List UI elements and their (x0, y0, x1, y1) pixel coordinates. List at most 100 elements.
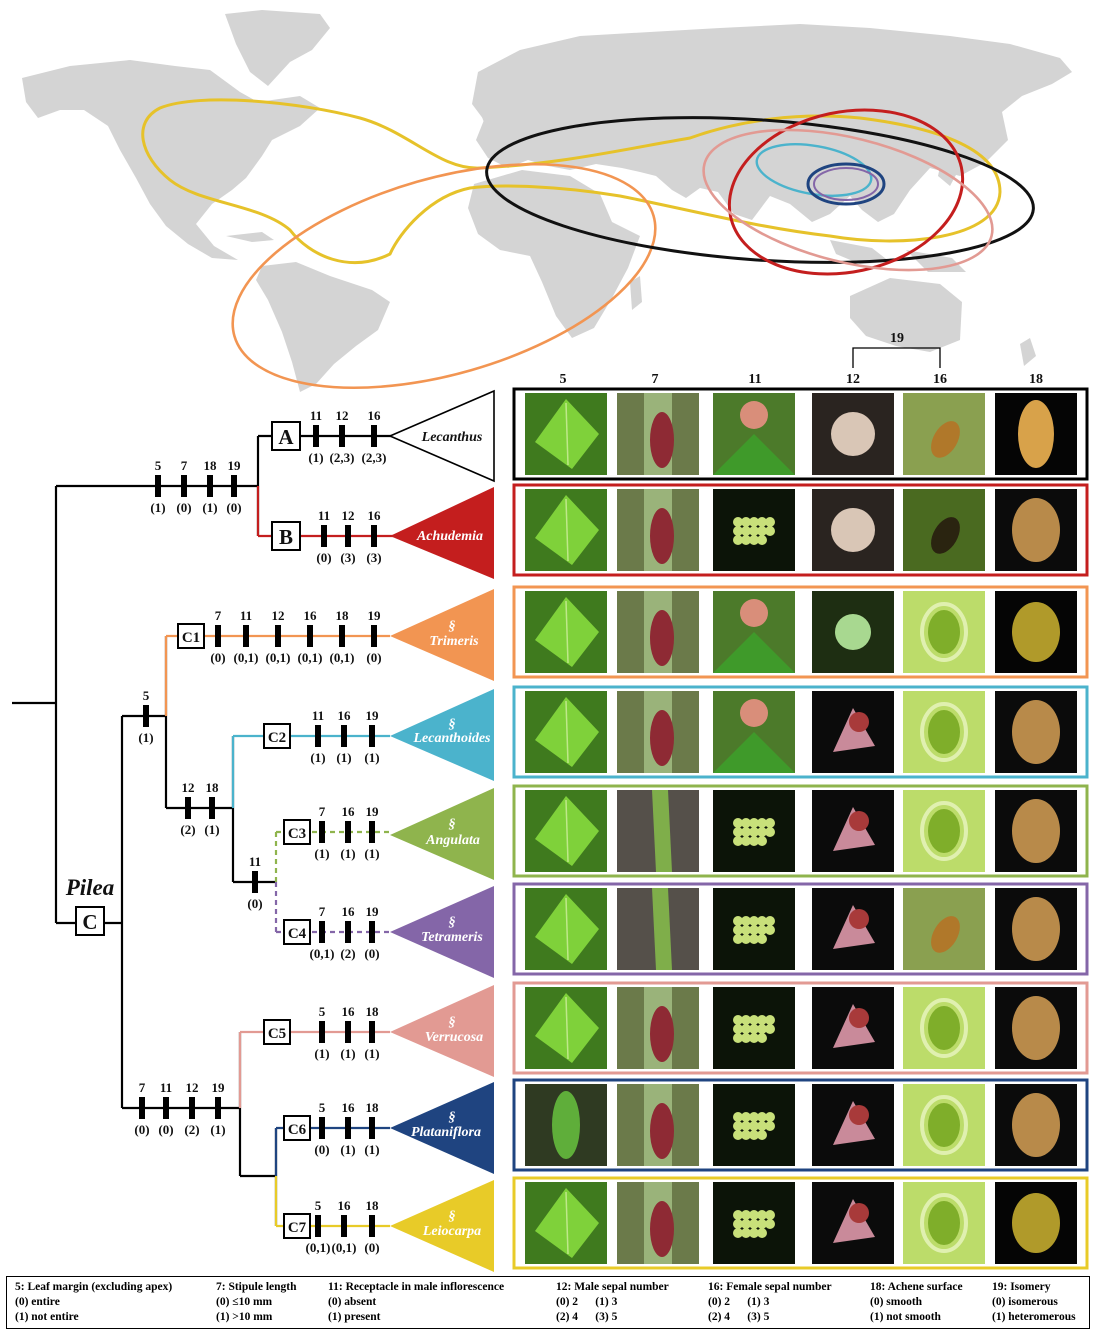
photo-row-frame-tetrameris (512, 882, 1089, 976)
bud-shape (741, 1024, 751, 1034)
character-tick (243, 625, 249, 647)
character-id: 12 (186, 1080, 199, 1095)
achene-shape (931, 421, 960, 458)
range-plataniflora (806, 162, 886, 206)
character-tick (163, 1097, 169, 1119)
bud-shape (765, 526, 775, 536)
character-tick (345, 1021, 351, 1043)
bud-shape (757, 1130, 767, 1140)
section-mark: § (449, 717, 456, 732)
sepal-ring (920, 998, 968, 1058)
triangle-trimeris (390, 589, 494, 681)
achene-shape (1012, 799, 1060, 863)
character-tick (369, 1117, 375, 1139)
character-id: 12 (182, 780, 195, 795)
flower-shape (831, 412, 875, 456)
stipule-shape (650, 710, 674, 766)
character-id: 11 (240, 608, 252, 623)
fruit-shape (928, 809, 960, 853)
character-state: (1) (336, 750, 351, 765)
bud-shape (757, 818, 767, 828)
bud-shape (757, 535, 767, 545)
leaf-shape (713, 434, 795, 475)
section-mark: § (449, 817, 456, 832)
bud-shape (765, 1112, 775, 1122)
anther-shape (849, 1105, 869, 1125)
character-tick (369, 921, 375, 943)
character-state: (2) (180, 822, 195, 837)
section-mark: § (449, 1015, 456, 1030)
character-state: (1) (364, 1142, 379, 1157)
character-tick (339, 625, 345, 647)
character-state: (0) (247, 896, 262, 911)
character-state: (1) (210, 1122, 225, 1137)
photo-row-frame-achudemia (512, 483, 1089, 577)
triangle-lecanthoides (390, 689, 494, 781)
bud-shape (749, 1015, 759, 1025)
clade-labels: Lecanthus Achudemia § Trimeris § Lecanth… (411, 430, 491, 1239)
bud-shape (733, 818, 743, 828)
stipule-shape (650, 1201, 674, 1257)
leaf-midrib (565, 799, 569, 863)
leaf-midrib (565, 700, 569, 764)
sepal-ring (920, 602, 968, 662)
bud-shape (741, 1121, 751, 1131)
bud-shape (765, 517, 775, 527)
node-c2: C2 (268, 730, 286, 746)
achene-shape (1012, 602, 1060, 662)
character-tick (369, 725, 375, 747)
bud-shape (733, 1112, 743, 1122)
character-id: 11 (310, 408, 322, 423)
leaf-midrib (565, 600, 569, 664)
character-state: (0) (176, 500, 191, 515)
bud-shape (757, 1015, 767, 1025)
section-mark: § (449, 619, 456, 634)
bud-shape (757, 1024, 767, 1034)
character-id: 7 (319, 904, 326, 919)
character-tick (315, 1215, 321, 1237)
bud-shape (757, 1033, 767, 1043)
bud-shape (741, 535, 751, 545)
bud-shape (765, 1219, 775, 1229)
character-id: 19 (366, 804, 380, 819)
range-lecanthoides (755, 143, 873, 197)
character-tick (345, 1117, 351, 1139)
bud-shape (757, 1228, 767, 1238)
bud-shape (757, 916, 767, 926)
achene-shape (1018, 400, 1054, 468)
character-tick (319, 1021, 325, 1043)
node-c3: C3 (288, 826, 306, 842)
col-header-16: 16 (933, 372, 947, 387)
character-id: 18 (204, 458, 218, 473)
bud-shape (757, 1112, 767, 1122)
bud-shape (749, 517, 759, 527)
bud-shape (733, 916, 743, 926)
character-state: (0,1) (310, 946, 335, 961)
bud-shape (749, 1219, 759, 1229)
character-state: (1) (310, 750, 325, 765)
character-tick (185, 797, 191, 819)
node-boxes: A B C Pilea C1 C2 C3 C4 C5 C6 C7 (65, 421, 311, 1239)
character-state: (2) (340, 946, 355, 961)
legend-item-12: 12: Male sepal number(0) 2 (1) 3(2) 4 (3… (556, 1281, 669, 1323)
bud-shape (733, 836, 743, 846)
character-tick (215, 625, 221, 647)
character-id: 12 (336, 408, 349, 423)
character-id: 16 (368, 508, 382, 523)
inflorescence-shape (740, 699, 768, 727)
bud-shape (733, 1024, 743, 1034)
character-tick (371, 525, 377, 547)
character-id: 16 (342, 804, 356, 819)
bud-shape (749, 934, 759, 944)
bud-shape (741, 934, 751, 944)
bud-shape (749, 818, 759, 828)
character-tick (275, 625, 281, 647)
node-c6: C6 (288, 1122, 307, 1138)
label-trimeris: Trimeris (429, 634, 479, 649)
triangle-verrucosa (390, 985, 494, 1077)
character-id: 11 (312, 708, 324, 723)
bud-shape (733, 925, 743, 935)
bud-shape (765, 1015, 775, 1025)
bud-shape (765, 1024, 775, 1034)
photo-panel (512, 387, 1089, 1270)
